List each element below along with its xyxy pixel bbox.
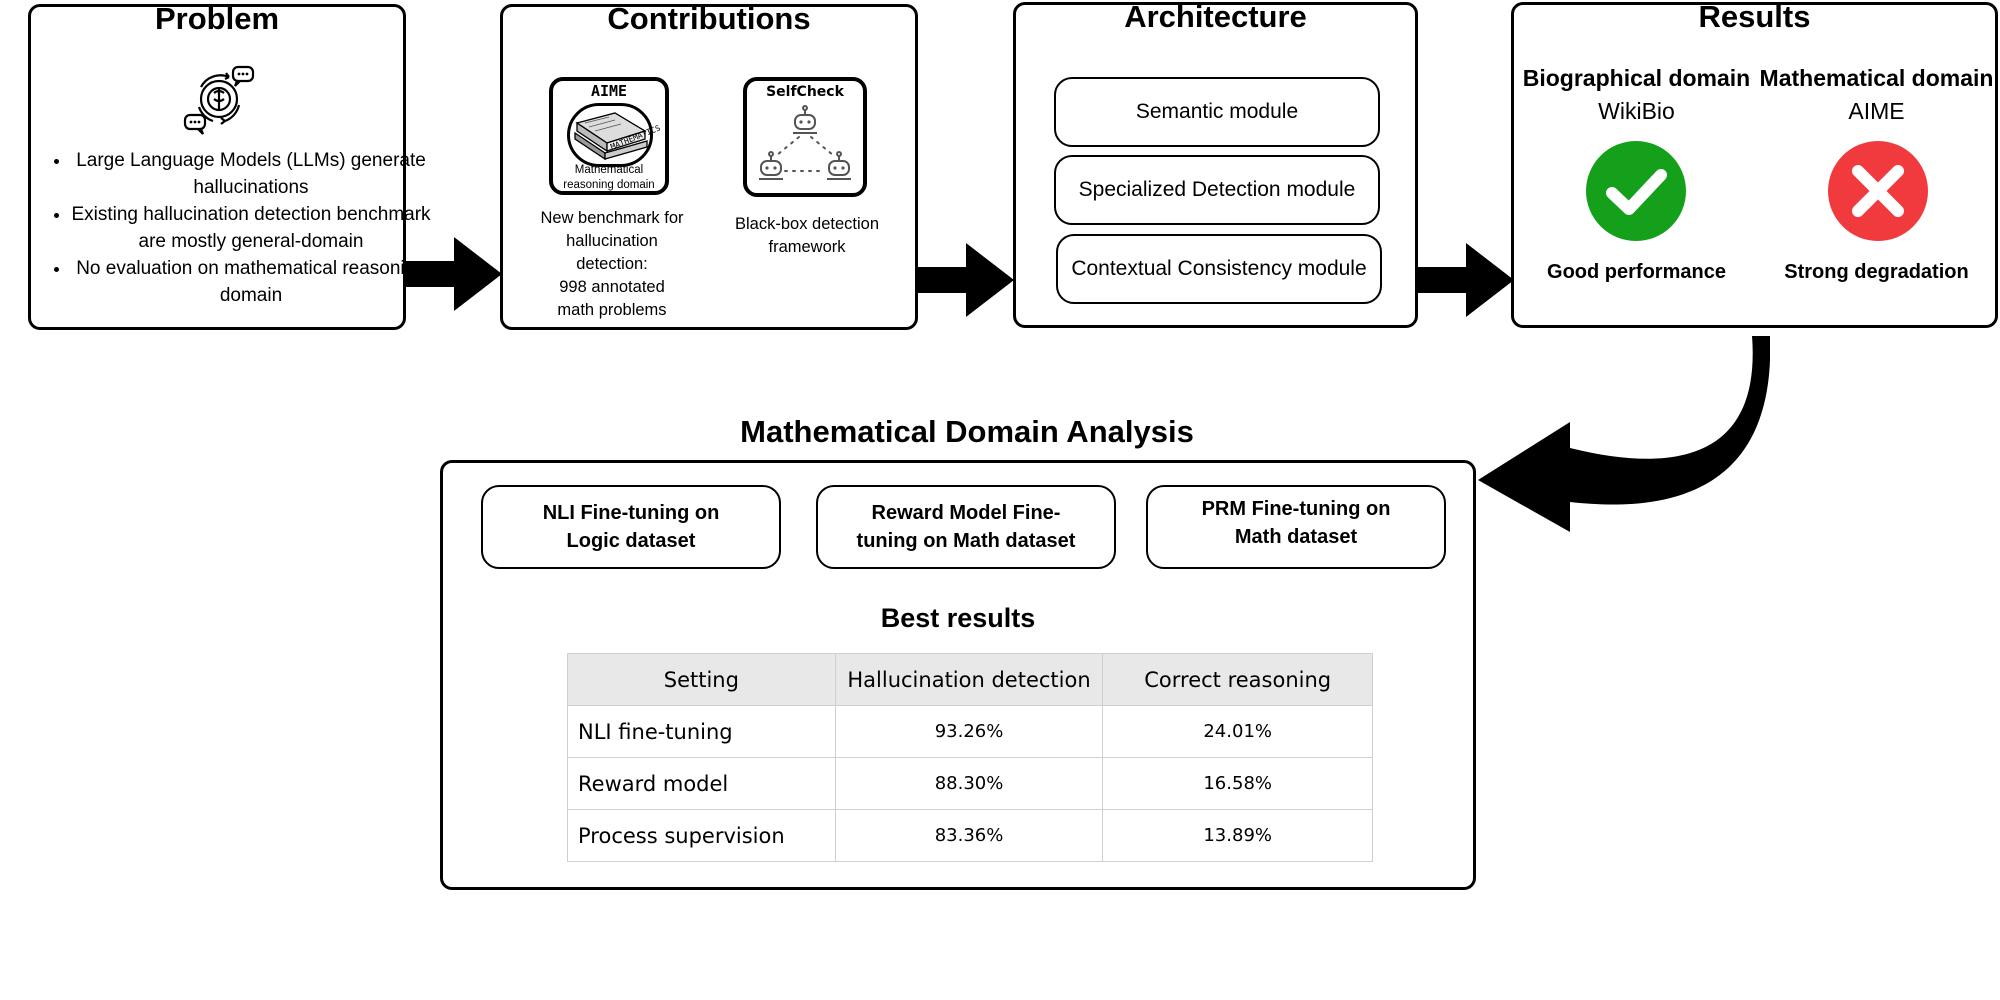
semantic-module-box: Semantic module: [1054, 77, 1380, 147]
problem-bullet: Existing hallucination detection benchma…: [71, 201, 431, 255]
table-header: Hallucination detection: [834, 653, 1104, 706]
contextual-consistency-module-box: Contextual Consistency module: [1056, 234, 1382, 304]
right-arrow-icon: [406, 237, 502, 311]
right-arrow-icon: [1418, 243, 1514, 317]
table-cell: 93.26%: [834, 705, 1104, 758]
prm-finetuning-box: PRM Fine-tuning on Math dataset: [1146, 485, 1446, 569]
table-cell: NLI fine-tuning: [567, 705, 836, 758]
problem-bullet: Large Language Models (LLMs) generate ha…: [71, 147, 431, 201]
table-header-row: Setting Hallucination detection Correct …: [567, 653, 1373, 706]
curved-arrow-icon: [1478, 336, 1770, 532]
brain-gear-chat-icon: [183, 65, 255, 135]
results-dataset-label: WikiBio: [1598, 98, 1675, 124]
reward-model-box: Reward Model Fine- tuning on Math datase…: [816, 485, 1116, 569]
architecture-panel: Architecture Semantic module Specialized…: [1013, 0, 1418, 328]
aime-logo-ring: [567, 103, 653, 167]
best-results-table: Setting Hallucination detection Correct …: [567, 653, 1373, 862]
table-row: Process supervision 83.36% 13.89%: [567, 809, 1373, 862]
aime-logo: AIME MATHEMATICS Mathematical reasoning …: [549, 77, 669, 195]
selfcheck-caption: Black-box detection framework: [709, 213, 905, 259]
caption-line: 998 annotated: [559, 278, 665, 296]
table-cell: 13.89%: [1102, 809, 1373, 862]
caption-line: New benchmark for: [540, 209, 684, 227]
box-line: PRM Fine-tuning on: [1201, 498, 1391, 520]
results-domain-label: Biographical domain: [1522, 65, 1751, 91]
caption-line: framework: [768, 238, 846, 256]
box-line: NLI Fine-tuning on: [542, 502, 720, 524]
caption-line: detection:: [576, 255, 648, 273]
box-line: Math dataset: [1234, 526, 1358, 548]
check-icon: [1586, 141, 1686, 241]
cross-icon: [1828, 141, 1928, 241]
results-panel: Results Biographical domain WikiBio Good…: [1511, 0, 1998, 328]
robot-network-icon: [759, 105, 851, 180]
box-line: Logic dataset: [566, 530, 696, 552]
results-title: Results: [1698, 0, 1811, 34]
specialized-detection-module-box: Specialized Detection module: [1054, 155, 1380, 225]
analysis-title: Mathematical Domain Analysis: [740, 414, 1194, 449]
table-row: NLI fine-tuning 93.26% 24.01%: [567, 705, 1373, 758]
results-verdict-label: Strong degradation: [1784, 261, 1969, 283]
caption-line: math problems: [557, 301, 667, 319]
architecture-title: Architecture: [1124, 0, 1307, 34]
math-book-icon: [574, 112, 648, 161]
table-cell: 83.36%: [834, 809, 1104, 862]
results-domain-label: Mathematical domain: [1759, 65, 1994, 91]
analysis-panel: NLI Fine-tuning on Logic dataset Reward …: [440, 460, 1476, 890]
results-verdict-label: Good performance: [1547, 261, 1726, 283]
nli-finetuning-box: NLI Fine-tuning on Logic dataset: [481, 485, 781, 569]
contributions-panel: Contributions AIME MATHEMATICS Mathemati…: [500, 1, 918, 330]
box-line: Reward Model Fine-: [871, 502, 1061, 524]
aime-logo-subtitle: Mathematical reasoning domain: [563, 164, 655, 191]
contributions-title: Contributions: [607, 1, 811, 36]
selfcheck-logo: SelfCheck: [743, 77, 867, 197]
right-arrow-icon: [918, 243, 1014, 317]
problem-panel: Problem Large Language Models (LLMs) gen…: [28, 1, 431, 330]
problem-title: Problem: [154, 1, 280, 36]
box-line: tuning on Math dataset: [856, 530, 1076, 552]
table-cell: 24.01%: [1102, 705, 1373, 758]
caption-line: hallucination: [566, 232, 658, 250]
problem-bullet-list: Large Language Models (LLMs) generate ha…: [49, 147, 431, 309]
best-results-title: Best results: [880, 603, 1036, 633]
table-cell: Process supervision: [567, 809, 836, 862]
table-header: Correct reasoning: [1102, 653, 1373, 706]
problem-bullet: No evaluation on mathematical reasoning …: [71, 255, 431, 309]
table-row: Reward model 88.30% 16.58%: [567, 757, 1373, 810]
table-cell: Reward model: [567, 757, 836, 810]
results-dataset-label: AIME: [1848, 98, 1905, 124]
table-cell: 88.30%: [834, 757, 1104, 810]
selfcheck-logo-title: SelfCheck: [766, 84, 844, 100]
aime-logo-title: AIME: [590, 82, 628, 100]
aime-caption: New benchmark for hallucination detectio…: [503, 207, 721, 322]
table-header: Setting: [567, 653, 836, 706]
caption-line: Black-box detection: [735, 215, 879, 233]
table-cell: 16.58%: [1102, 757, 1373, 810]
